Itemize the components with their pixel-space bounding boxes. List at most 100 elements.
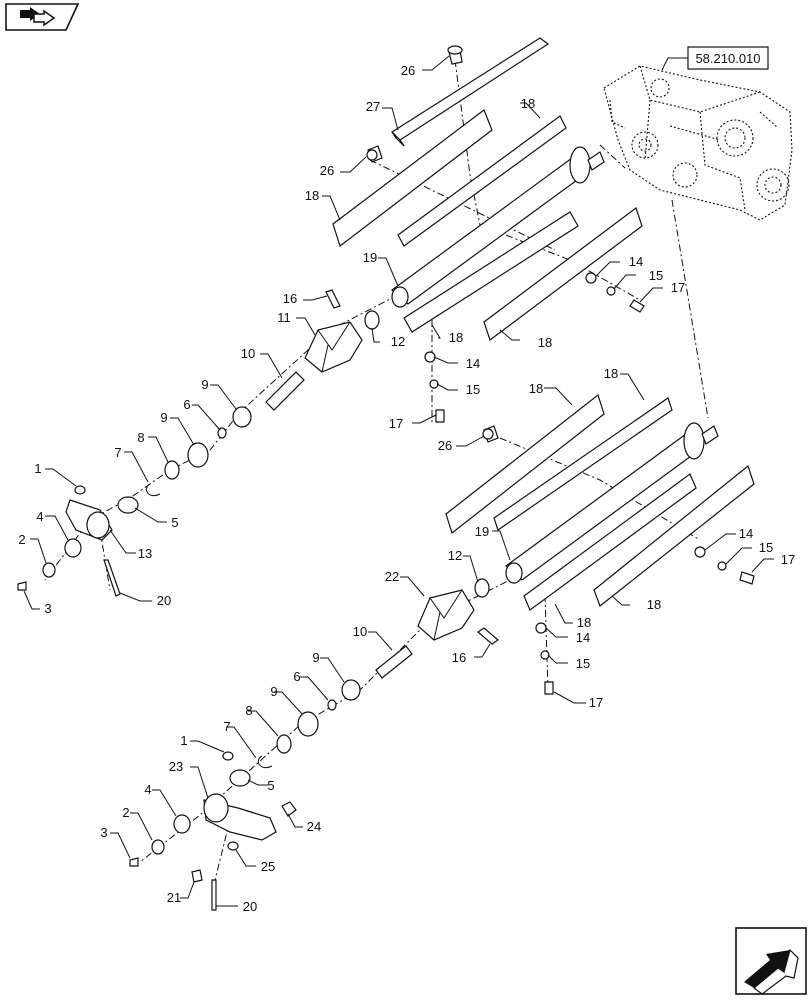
bushing-4-upper [64, 538, 82, 558]
callout-18: 18 [521, 96, 535, 111]
callout-12: 12 [391, 334, 405, 349]
bearing-9-b-upper [187, 442, 209, 468]
ring-12-upper [364, 310, 380, 330]
auger-11-upper [304, 321, 363, 373]
washer-15-a-upper [606, 286, 616, 296]
screw-3-lower [129, 857, 139, 867]
bolt-17-a-upper [629, 299, 645, 313]
callout-10: 10 [241, 346, 255, 361]
callout-19: 19 [475, 524, 489, 539]
shaft-19-upper [391, 146, 605, 308]
bushing-8-upper [164, 460, 180, 480]
callout-9: 9 [160, 410, 167, 425]
callout-20: 20 [157, 593, 171, 608]
callout-9: 9 [312, 650, 319, 665]
callout-3: 3 [100, 825, 107, 840]
bushing-8-lower [276, 734, 292, 754]
ring-12-lower [474, 578, 490, 598]
washer-5-upper [117, 496, 139, 514]
callout-19: 19 [363, 250, 377, 265]
bolt-20-upper [103, 559, 121, 597]
shaft-10-upper [265, 371, 305, 411]
callout-7: 7 [223, 719, 230, 734]
callout-15: 15 [649, 268, 663, 283]
callout-5: 5 [267, 778, 274, 793]
callout-13: 13 [138, 546, 152, 561]
callouts-upper: 26 27 18 26 18 19 14 15 17 16 11 12 18 1… [18, 63, 685, 616]
bolt-17-b-lower [544, 681, 554, 695]
callout-8: 8 [137, 430, 144, 445]
arm-23-lower [203, 793, 277, 841]
shaft-10-lower [375, 645, 413, 679]
callout-17: 17 [781, 552, 795, 567]
washer-14-a-upper [585, 272, 597, 284]
callout-4: 4 [144, 782, 151, 797]
assembly-lines [44, 59, 709, 900]
callout-18: 18 [647, 597, 661, 612]
bushing-4-lower [173, 814, 191, 834]
callout-6: 6 [293, 669, 300, 684]
callout-5: 5 [171, 515, 178, 530]
bearing-9-a-lower [341, 679, 361, 701]
blade-18-lower-right [593, 464, 755, 607]
reference-label: 58.210.010 [695, 51, 760, 66]
washer-5-lower [229, 769, 251, 787]
callout-4: 4 [36, 509, 43, 524]
callout-18: 18 [604, 366, 618, 381]
spacer-2-upper [42, 562, 56, 578]
callout-14: 14 [739, 526, 753, 541]
callout-26: 26 [320, 163, 334, 178]
bolt-26-side [366, 145, 383, 163]
callout-22: 22 [385, 569, 399, 584]
reference-label-box[interactable]: 58.210.010 [687, 46, 769, 70]
callout-14: 14 [629, 254, 643, 269]
callout-23: 23 [169, 759, 183, 774]
washer-6-upper [217, 427, 227, 439]
blade-18-upper-mid [403, 211, 579, 333]
bolt-17-a-lower [739, 571, 755, 585]
callout-14: 14 [466, 356, 480, 371]
flag-arrow-icon[interactable] [5, 3, 80, 31]
washer-25-lower [227, 841, 239, 851]
next-page-arrow-icon[interactable] [735, 927, 807, 995]
bearing-9-a-upper [232, 406, 252, 428]
callout-2: 2 [18, 532, 25, 547]
callout-26: 26 [438, 438, 452, 453]
callout-25: 25 [261, 859, 275, 874]
callout-18: 18 [577, 615, 591, 630]
callout-3: 3 [44, 601, 51, 616]
spacer-2-lower [151, 839, 165, 855]
callout-10: 10 [353, 624, 367, 639]
washer-15-b-upper [429, 379, 439, 389]
callout-18: 18 [538, 335, 552, 350]
washer-6-lower [327, 699, 337, 711]
callout-26: 26 [401, 63, 415, 78]
callout-18: 18 [529, 381, 543, 396]
callout-16: 16 [283, 291, 297, 306]
nut-21-lower [191, 869, 203, 883]
callout-20: 20 [243, 899, 257, 914]
callout-15: 15 [759, 540, 773, 555]
callout-17: 17 [589, 695, 603, 710]
nut-1-lower [222, 751, 234, 761]
blade-18-lower-back [493, 397, 673, 531]
bearing-9-b-lower [297, 711, 319, 737]
callout-9: 9 [201, 377, 208, 392]
washer-15-b-lower [540, 650, 550, 660]
circlip-7-upper [145, 483, 161, 497]
callout-15: 15 [466, 382, 480, 397]
callout-18: 18 [449, 330, 463, 345]
screw-3-upper [17, 581, 27, 591]
bolt-26-top [447, 45, 463, 65]
callout-17: 17 [671, 280, 685, 295]
callout-9: 9 [270, 684, 277, 699]
blade-18-upper-right [483, 207, 643, 341]
washer-14-b-lower [535, 622, 547, 634]
strip-27 [391, 37, 550, 147]
callout-1: 1 [180, 733, 187, 748]
callout-12: 12 [448, 548, 462, 563]
bolt-26-lower [482, 425, 499, 443]
bolt-24-lower [281, 801, 297, 817]
callout-15: 15 [576, 656, 590, 671]
callout-1: 1 [34, 461, 41, 476]
